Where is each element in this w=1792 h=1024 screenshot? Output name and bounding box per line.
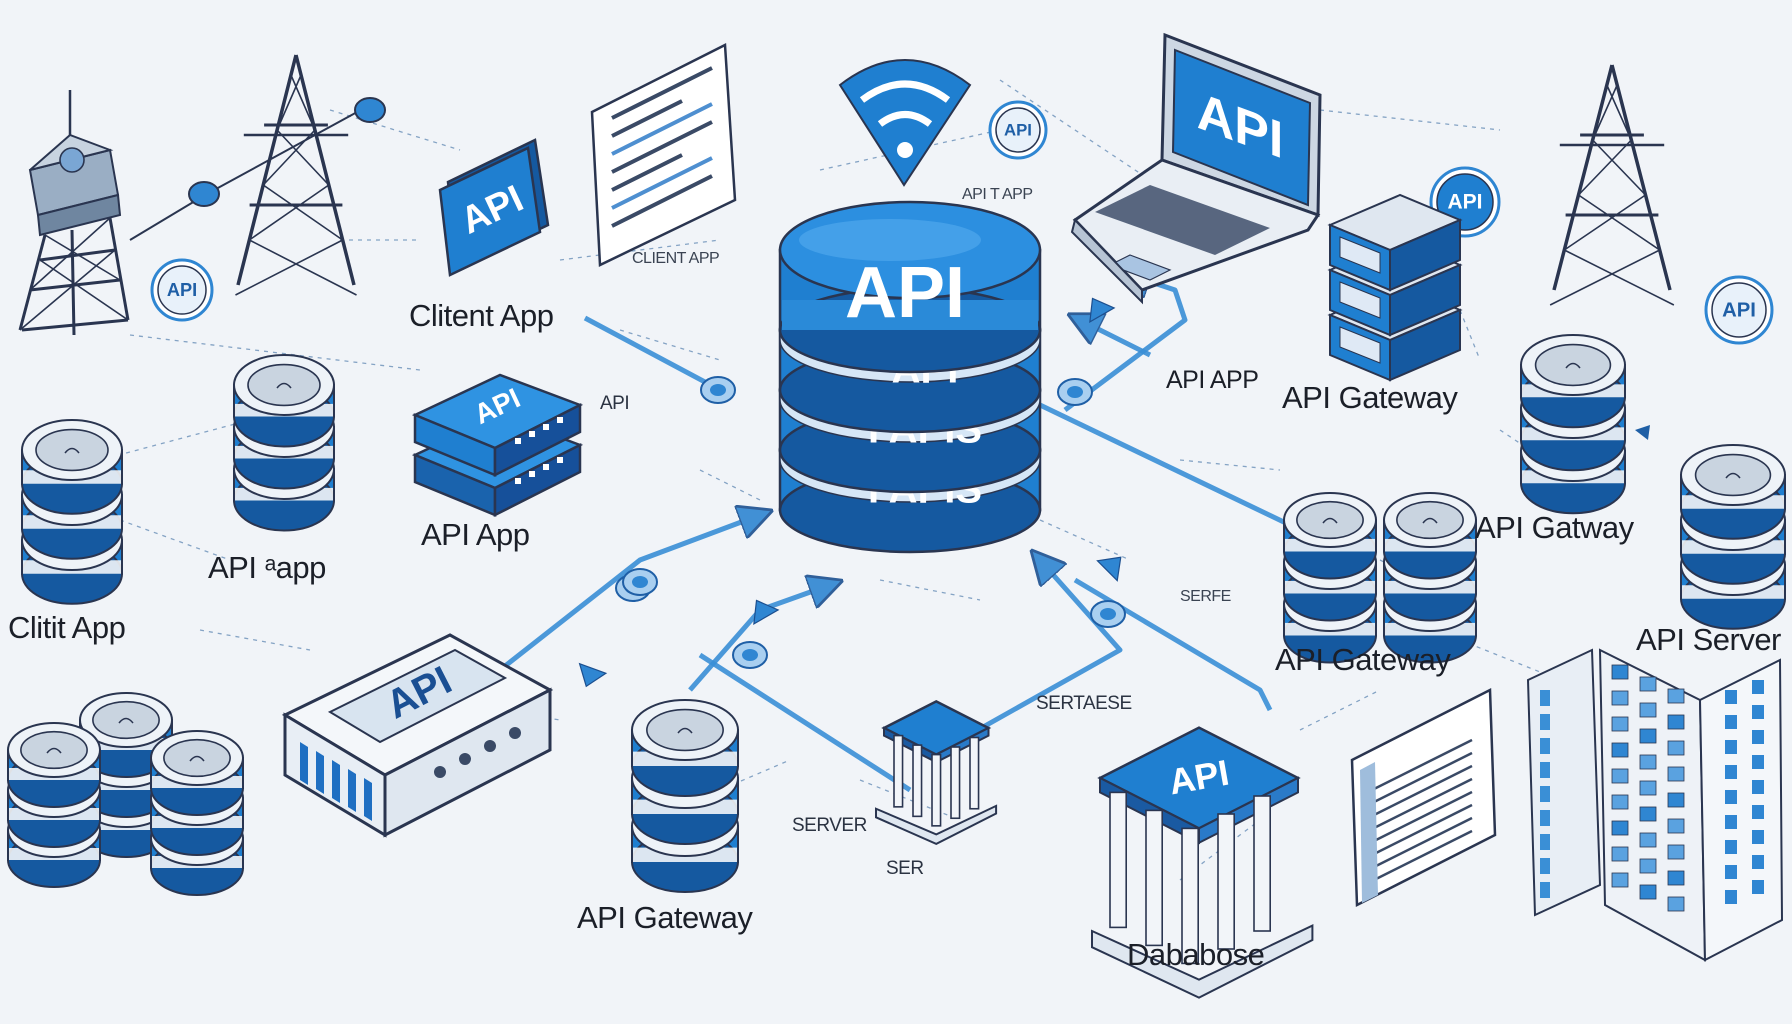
label-client-app-small: CLIENT APP [632, 250, 720, 267]
arrowhead-icon [753, 599, 780, 626]
flow-connector [958, 560, 1123, 743]
database-stack-icon [7, 722, 101, 888]
connector-node-icon [1057, 378, 1093, 406]
dashed-connector [99, 419, 251, 461]
wifi-icon [838, 59, 972, 187]
label-api-gatway-right: API Gatway [1475, 510, 1634, 545]
database-stack-icon [21, 419, 123, 605]
database-stack-icon [233, 354, 335, 532]
connector-node-icon [1090, 600, 1126, 628]
label-api-server-right: API Server [1636, 622, 1781, 657]
label-api-small: API [600, 393, 630, 414]
database-stack-icon [150, 730, 244, 896]
database-stack-icon [1283, 492, 1377, 664]
flow-connector [1080, 320, 1152, 358]
label-server-left: SERVER [792, 815, 867, 836]
arrowhead-icon [578, 662, 608, 688]
dashed-connector [699, 469, 761, 501]
flow-connector [1073, 577, 1273, 712]
database-stack-icon [1520, 334, 1626, 515]
arrowhead-icon [1635, 425, 1650, 440]
dashed-connector [1299, 689, 1381, 731]
connector-node-icon [700, 376, 736, 404]
api-router-icon: API [411, 373, 584, 518]
cable-line [129, 104, 371, 241]
api-router-icon: API [281, 633, 554, 838]
server-panel-icon [1350, 687, 1497, 908]
server-building-icon: API [1091, 726, 1314, 999]
hub-top-label: API [845, 253, 965, 333]
database-stack-icon [631, 699, 739, 893]
label-api-app-right: API APP [1166, 366, 1259, 394]
transmission-tower-icon [1549, 64, 1675, 306]
dashed-connector [199, 629, 311, 651]
label-serfe: SERFE [1180, 588, 1231, 605]
label-api-gateway-bottom: API Gateway [577, 900, 753, 935]
dashed-connector [649, 759, 791, 821]
dashed-connector [129, 334, 421, 371]
api-badge-left: API [150, 258, 214, 322]
connector-node-icon [732, 641, 768, 669]
arrowhead-icon [1089, 297, 1116, 324]
laptop-icon: API [1070, 32, 1322, 305]
node-layer: I APISI APISAPIAPIAPIAPIAPIAPIAPIAPIAPIA… [7, 32, 1786, 999]
document-icon [590, 43, 737, 267]
dashed-connector [1179, 459, 1281, 471]
database-stack-icon [1383, 492, 1477, 664]
api-badge-right-top-label: API [1447, 191, 1482, 214]
label-server-short: SER [886, 858, 924, 879]
connector-node-icon [622, 568, 658, 596]
label-client-app-left: Clitit App [8, 610, 126, 645]
water-tower-icon [18, 90, 130, 336]
server-building-icon [875, 699, 998, 846]
api-badge-right-mid-label: API [1722, 299, 1756, 321]
database-stack-icon [1680, 444, 1786, 630]
api-card-icon: API [438, 138, 550, 277]
dashed-connector [879, 579, 981, 601]
label-api-gateway-mid-right: API Gateway [1275, 642, 1451, 677]
label-api-app-left: API ᵃapp [208, 550, 326, 585]
label-api-gateway-top-right: API Gateway [1282, 380, 1458, 415]
dashed-connector [1039, 519, 1131, 561]
label-client-app-top: Clitent App [409, 298, 554, 333]
server-rack-icon [1327, 193, 1463, 382]
central-api-hub-icon: I APISI APISAPIAPI [778, 200, 1042, 554]
flow-connector [688, 585, 830, 692]
flow-connector [698, 652, 912, 793]
api-badge-right-top: API [1429, 166, 1501, 238]
label-sertaese: SERTAESE [1036, 693, 1132, 714]
flow-connector [1038, 402, 1292, 528]
label-api-t-app: API T APP [962, 186, 1033, 203]
dashed-connector [1319, 109, 1501, 131]
api-badge-left-label: API [167, 280, 197, 300]
api-badge-wifi: API [988, 100, 1048, 160]
transmission-tower-icon [235, 54, 357, 296]
cable-node-icon [354, 97, 386, 123]
flow-connector [498, 515, 760, 672]
api-badge-right-mid: API [1704, 275, 1774, 345]
flow-connector [583, 315, 722, 393]
server-panel-icon [1526, 648, 1784, 962]
label-api-app-center: API App [421, 517, 530, 552]
cable-node-icon [188, 181, 220, 207]
dashed-connector [1179, 819, 1261, 881]
dashed-connector [119, 519, 231, 561]
arrowhead-icon [1096, 556, 1122, 582]
api-badge-wifi-label: API [1004, 120, 1032, 139]
label-database-bottom: Dababose [1127, 937, 1265, 972]
